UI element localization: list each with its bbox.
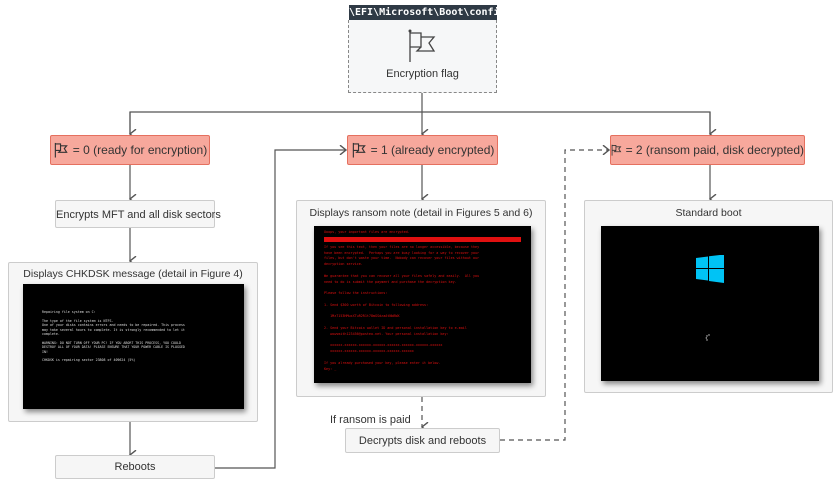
step-label: Encrypts MFT and all disk sectors [56,209,221,221]
flag-icon [611,144,622,156]
step-title: Displays ransom note (detail in Figures … [309,207,533,219]
encryption-flag-box: Encryption flag [348,20,497,93]
standard-boot-step: Standard boot [584,200,833,393]
decrypts-step: Decrypts disk and reboots [345,428,500,453]
flag-icon [352,142,366,158]
step-label: Decrypts disk and reboots [358,435,487,447]
windows-boot-screen [601,226,819,381]
reboots-step: Reboots [55,455,215,479]
state-label: = 1 (already encrypted) [370,143,495,157]
encryption-flag-label: Encryption flag [386,68,459,80]
windows-logo-icon [696,255,724,283]
step-title: Displays CHKDSK message (detail in Figur… [23,268,243,280]
chkdsk-screen: Repairing file system on C: The type of … [23,284,244,409]
ransom-heading-bar [324,236,521,242]
loading-spinner-icon [705,334,710,341]
flag-state-2: = 2 (ransom paid, disk decrypted) [610,135,805,165]
ransom-note-step: Displays ransom note (detail in Figures … [296,200,546,397]
chkdsk-step: Displays CHKDSK message (detail in Figur… [8,262,258,422]
ransom-heading: Ooops, your important files are encrypte… [324,230,410,234]
step-title: Standard boot [675,207,742,219]
step-label: Reboots [114,461,156,473]
ransom-note-screen: Ooops, your important files are encrypte… [314,226,531,383]
flag-icon [54,142,68,158]
ransom-body: If you see this text, then your files ar… [324,244,480,371]
encrypts-step: Encrypts MFT and all disk sectors [55,200,221,228]
flag-icon [408,29,436,62]
state-label: = 0 (ready for encryption) [72,143,208,157]
config-path-label: \EFI\Microsoft\Boot\config [349,5,506,21]
state-label: = 2 (ransom paid, disk decrypted) [625,143,804,157]
flag-state-0: = 0 (ready for encryption) [50,135,210,165]
flag-state-1: = 1 (already encrypted) [347,135,498,165]
if-ransom-paid-label: If ransom is paid [330,414,411,426]
